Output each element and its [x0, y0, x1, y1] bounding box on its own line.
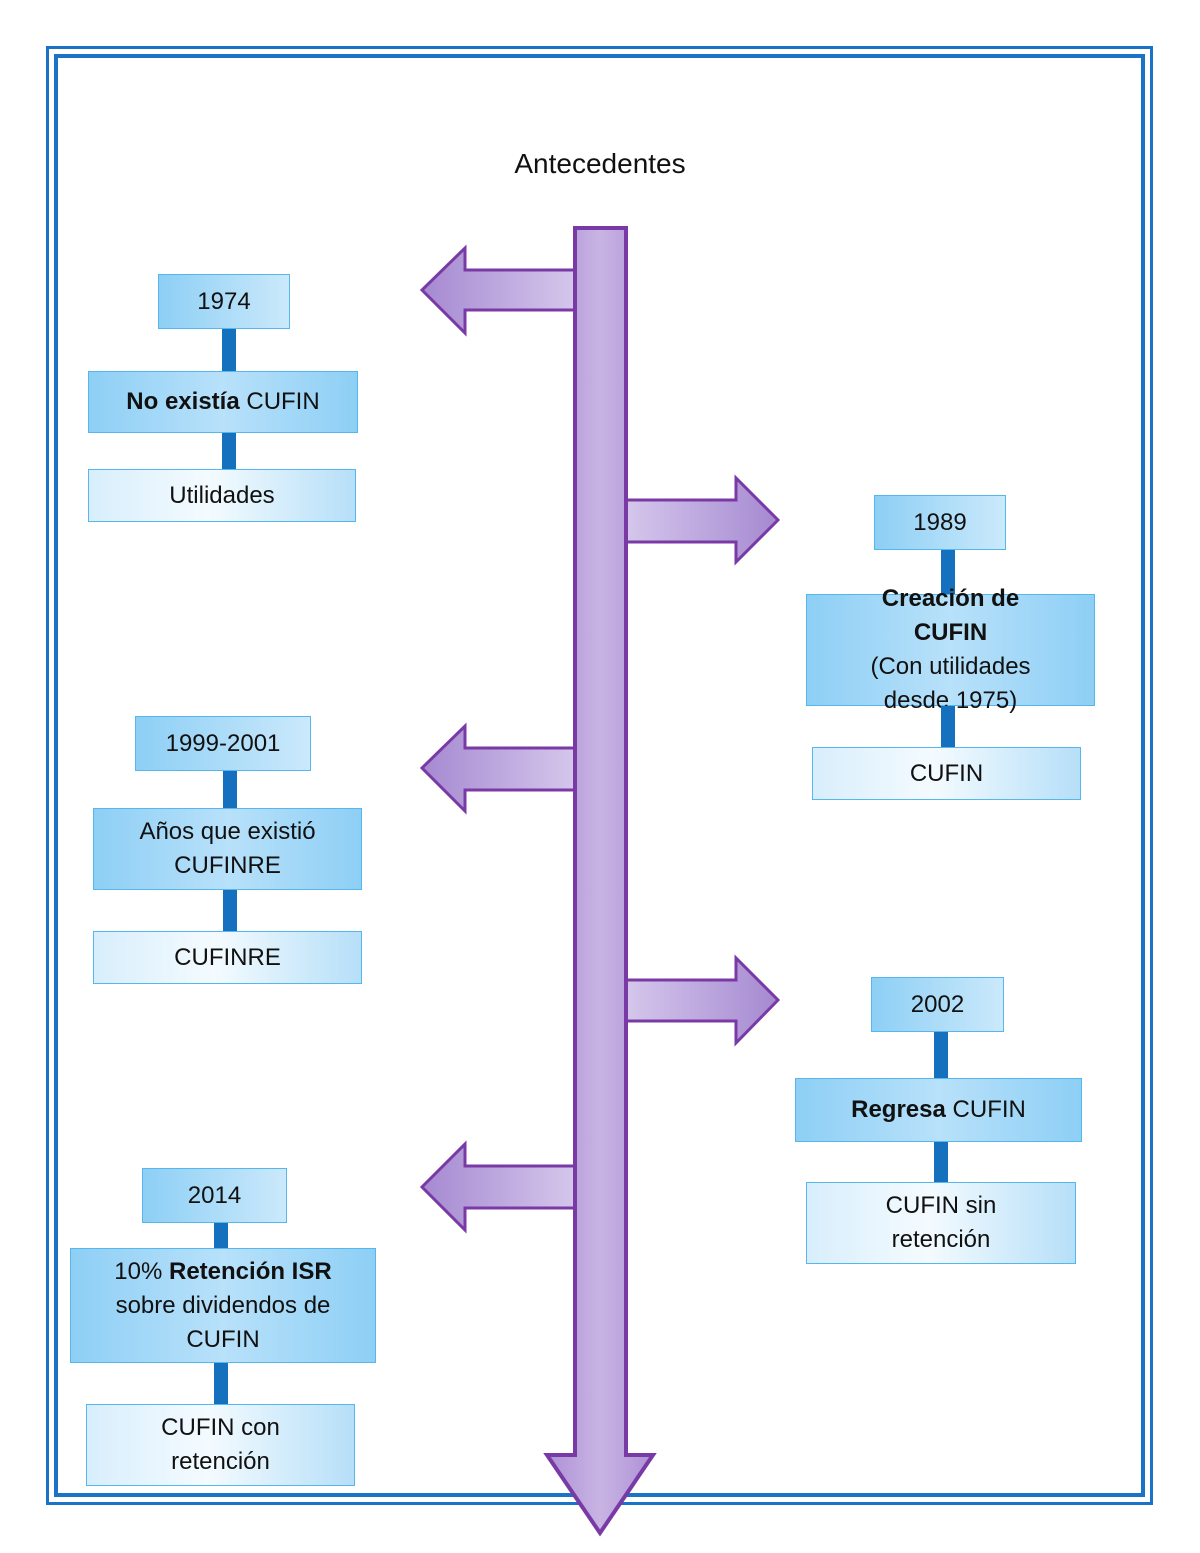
description-bold: No existía [126, 388, 240, 415]
description-text: CUFIN [945, 1096, 1026, 1123]
connector [223, 771, 237, 808]
connector [941, 706, 955, 747]
description-bold: Regresa [851, 1096, 946, 1123]
description-text: Años que existió CUFINRE [139, 818, 316, 879]
connector [223, 890, 237, 931]
main-timeline-arrow [543, 226, 657, 1537]
description-box-1999-2001: Años que existió CUFINRE [93, 808, 362, 890]
description-prefix: 10% [114, 1257, 169, 1285]
year-label: 2014 [187, 1181, 242, 1209]
left-arrow-2014 [419, 1140, 580, 1234]
diagram-title: Antecedentes [514, 148, 686, 179]
note-box-1974: Utilidades [88, 469, 356, 522]
description-box-1989: Creación de CUFIN (Con utilidades desde 1… [806, 585, 1095, 714]
note-text: CUFIN [909, 759, 984, 787]
right-arrow-2002 [621, 954, 781, 1047]
year-label: 1974 [197, 287, 251, 315]
year-box-1999-2001: 1999-2001 [135, 716, 311, 771]
note-text: CUFIN sin retención [885, 1192, 997, 1253]
description-box-2014: 10% Retención ISR sobre dividendos de CUF… [70, 1248, 376, 1363]
note-text: Utilidades [169, 481, 275, 509]
description-box-2002: Regresa CUFIN [795, 1078, 1082, 1142]
year-label: 1989 [913, 508, 967, 536]
connector [934, 1032, 948, 1078]
note-text: CUFIN con retención [161, 1414, 280, 1475]
year-label: 2002 [910, 990, 965, 1018]
connector [222, 433, 236, 469]
description-text: CUFIN [239, 388, 320, 415]
connector [214, 1223, 228, 1248]
description-bold: Creación de CUFIN [881, 585, 1020, 646]
year-box-2014: 2014 [142, 1168, 287, 1223]
note-box-2014: CUFIN con retención [86, 1404, 355, 1486]
description-text: (Con utilidades desde 1975) [870, 653, 1031, 714]
note-box-1989: CUFIN [812, 747, 1081, 800]
year-label: 1999-2001 [165, 729, 281, 757]
note-box-1999-2001: CUFINRE [93, 931, 362, 984]
right-arrow-1989 [621, 474, 781, 566]
connector [941, 550, 955, 594]
connector [222, 329, 236, 371]
year-box-1974: 1974 [158, 274, 290, 329]
year-box-1989: 1989 [874, 495, 1006, 550]
left-arrow-1999-2001 [419, 722, 580, 815]
description-text: sobre dividendos de CUFIN [115, 1291, 331, 1353]
connector [214, 1363, 228, 1404]
description-bold: Retención ISR [169, 1257, 332, 1285]
year-box-2002: 2002 [871, 977, 1004, 1032]
note-box-2002: CUFIN sin retención [806, 1182, 1076, 1264]
description-box-1974: No existía CUFIN [88, 371, 358, 433]
left-arrow-1974 [419, 244, 580, 337]
connector [934, 1142, 948, 1182]
note-text: CUFINRE [174, 943, 281, 971]
